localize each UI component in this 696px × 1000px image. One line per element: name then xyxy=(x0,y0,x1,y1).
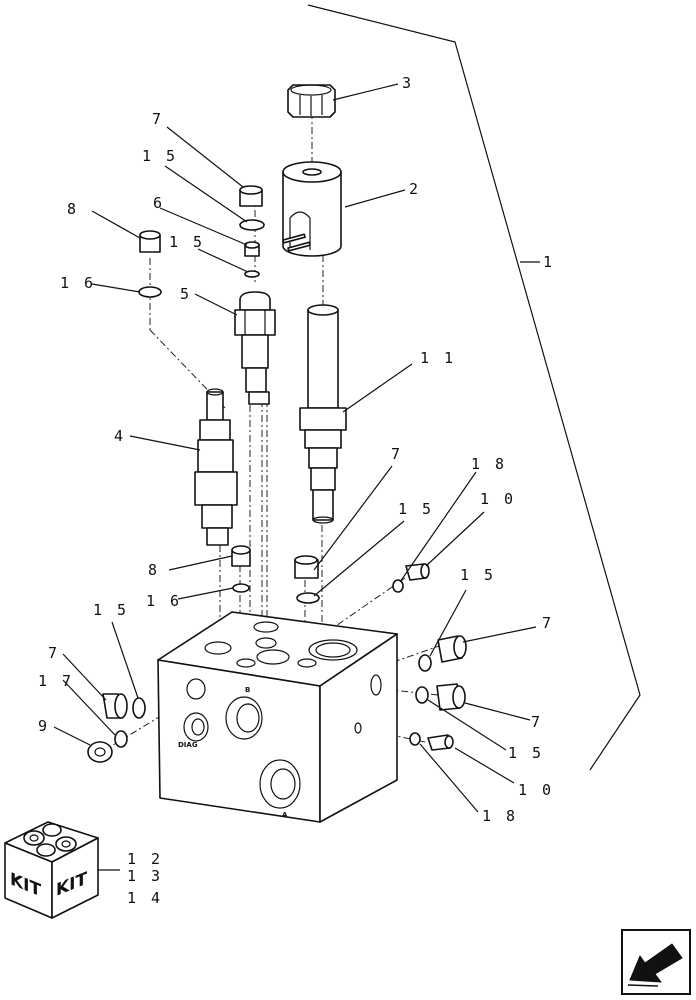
callout-15-right-bottom: 1 5 xyxy=(508,744,544,762)
previous-page-arrow-icon[interactable] xyxy=(621,929,691,995)
fitting-part-10-top xyxy=(405,563,430,581)
callout-15-left: 1 5 xyxy=(93,601,129,619)
nut-part-3 xyxy=(287,84,336,118)
o-ring-part-15-right-bottom xyxy=(415,686,429,704)
callout-7-right-top: 7 xyxy=(542,614,554,632)
callout-15-center: 1 5 xyxy=(398,500,434,518)
callout-7-left: 7 xyxy=(48,644,60,662)
callout-14: 1 4 xyxy=(127,889,163,907)
callout-labels: 1 2 3 4 5 6 7 7 7 7 7 8 8 9 1 0 1 0 1 1 … xyxy=(38,74,555,907)
callout-7-top: 7 xyxy=(152,110,164,128)
callout-8-top: 8 xyxy=(67,200,79,218)
plug-part-8-top xyxy=(139,230,161,253)
assembly-bracket xyxy=(307,4,641,771)
plug-part-7-center xyxy=(294,555,319,579)
fitting-part-10-bottom xyxy=(427,734,454,751)
callout-13: 1 3 xyxy=(127,867,163,885)
plug-part-7-right-bottom xyxy=(436,683,466,711)
o-ring-part-18-bottom xyxy=(409,732,421,746)
plug-part-8-bottom xyxy=(231,545,251,567)
callout-2: 2 xyxy=(409,180,421,198)
callout-7-right-bottom: 7 xyxy=(531,713,543,731)
callout-10-top: 1 0 xyxy=(480,490,516,508)
o-ring-part-16-top xyxy=(138,286,162,298)
plug-part-9 xyxy=(87,741,113,763)
kit-box-icon xyxy=(4,821,99,919)
callout-10-bottom: 1 0 xyxy=(518,781,554,799)
o-ring-part-15-top xyxy=(239,219,265,231)
manifold-block xyxy=(157,611,398,823)
o-ring-part-18-top xyxy=(392,579,404,593)
callout-18-bottom: 1 8 xyxy=(482,807,518,825)
o-ring-part-17 xyxy=(114,730,128,748)
port-label-a: A xyxy=(282,811,288,819)
callout-5: 5 xyxy=(180,285,192,303)
solenoid-valve-stem-part-11 xyxy=(299,304,347,524)
callout-15-top: 1 5 xyxy=(142,147,178,165)
plug-part-7-top xyxy=(239,185,263,207)
o-ring-part-15-left xyxy=(132,697,146,719)
solenoid-coil-part-2 xyxy=(282,161,342,257)
port-label-diag: DIAG xyxy=(178,741,198,749)
plug-part-7-right-top xyxy=(437,635,467,663)
callout-16-bottom: 1 6 xyxy=(146,592,182,610)
callout-16-top: 1 6 xyxy=(60,274,96,292)
callout-15-small: 1 5 xyxy=(169,233,205,251)
plug-part-6 xyxy=(244,241,260,257)
port-label-b: B xyxy=(245,686,250,694)
callout-4: 4 xyxy=(114,427,126,445)
o-ring-part-15-right-top xyxy=(418,654,432,672)
callout-18-top: 1 8 xyxy=(471,455,507,473)
o-ring-part-15-center xyxy=(296,592,320,604)
callout-17: 1 7 xyxy=(38,672,74,690)
o-ring-part-16-bottom xyxy=(232,583,250,593)
callout-3: 3 xyxy=(402,74,414,92)
cartridge-valve-part-5 xyxy=(234,291,276,405)
callout-15-right-top: 1 5 xyxy=(460,566,496,584)
relief-valve-part-4 xyxy=(194,388,238,546)
callout-6: 6 xyxy=(153,194,165,212)
callout-9: 9 xyxy=(38,717,50,735)
callout-11: 1 1 xyxy=(420,349,456,367)
o-ring-part-15-small xyxy=(244,270,260,278)
callout-leader-lines xyxy=(53,83,537,871)
callout-12: 1 2 xyxy=(127,850,163,868)
callout-7-center: 7 xyxy=(391,445,403,463)
callout-8-bottom: 8 xyxy=(148,561,160,579)
plug-part-7-left xyxy=(102,693,128,719)
callout-1: 1 xyxy=(543,253,555,271)
